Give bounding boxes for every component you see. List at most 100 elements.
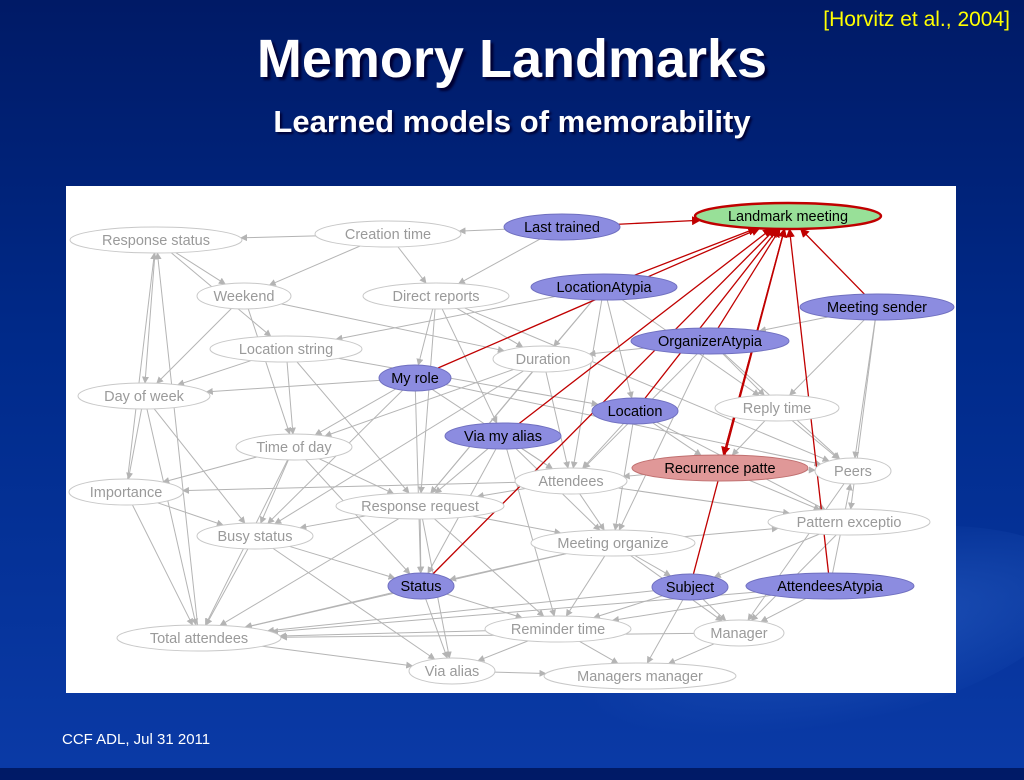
node-attendeesatypia: AttendeesAtypia <box>746 573 914 599</box>
edge-importance-responsestatus <box>128 253 155 479</box>
edge-myrole-status <box>415 391 420 573</box>
edge-creationtime-responsestatus <box>241 236 316 238</box>
node-label-directreports: Direct reports <box>392 289 479 305</box>
edge-location-attendees <box>583 424 624 469</box>
node-label-recurrence: Recurrence patte <box>664 461 775 477</box>
node-locationatypia: LocationAtypia <box>531 274 677 300</box>
edge-responserequest-remindertime <box>434 519 543 616</box>
edge-busystatus-totalattendees <box>206 549 248 625</box>
node-label-viaalias: Via alias <box>425 664 480 680</box>
edge-organizeratypia-meetingorganize <box>619 354 704 530</box>
node-meetingorganize: Meeting organize <box>531 530 695 556</box>
node-location: Location <box>592 398 678 424</box>
influence-edge-location-landmark <box>645 229 778 398</box>
edge-remindertime-viaalias <box>478 641 528 661</box>
edge-locationstring-dayofweek <box>178 361 251 385</box>
node-label-importance: Importance <box>90 485 163 501</box>
edge-location-recurrence <box>653 423 701 455</box>
node-label-dayofweek: Day of week <box>104 389 185 405</box>
edge-meetingsender-organizeratypia <box>760 317 828 331</box>
edge-timeofday-busystatus <box>261 460 289 523</box>
node-label-creationtime: Creation time <box>345 227 431 243</box>
node-label-myrole: My role <box>391 371 439 387</box>
node-landmark: Landmark meeting <box>695 203 881 229</box>
node-label-managersmanager: Managers manager <box>577 669 703 685</box>
node-label-attendees: Attendees <box>538 474 603 490</box>
edge-busystatus-status <box>290 546 395 578</box>
edge-lasttrained-creationtime <box>459 229 505 231</box>
edge-responserequest-busystatus <box>300 516 366 528</box>
slide-footer: CCF ADL, Jul 31 2011 <box>62 731 210 748</box>
influence-edge-viamyalias-landmark <box>519 229 771 424</box>
node-subject: Subject <box>652 574 728 600</box>
node-meetingsender: Meeting sender <box>800 294 954 320</box>
edge-importance-totalattendees <box>132 505 192 625</box>
edge-attendeesatypia-manager <box>761 598 806 621</box>
edge-creationtime-weekend <box>269 246 360 285</box>
edge-dayofweek-totalattendees <box>147 409 196 625</box>
node-status: Status <box>388 573 454 599</box>
node-patternexception: Pattern exceptio <box>768 509 930 535</box>
slide-subtitle: Learned models of memorability <box>0 104 1024 140</box>
node-peers: Peers <box>815 458 891 484</box>
node-totalattendees: Total attendees <box>117 625 281 651</box>
edge-viamyalias-responserequest <box>435 449 488 494</box>
node-label-patternexception: Pattern exceptio <box>797 515 902 531</box>
edge-meetingsender-peers <box>855 320 875 458</box>
edge-weekend-timeofday <box>248 309 289 434</box>
edge-locationatypia-attendees <box>573 300 602 468</box>
edge-importance-busystatus <box>158 503 223 525</box>
node-viaalias: Via alias <box>409 658 495 684</box>
node-manager: Manager <box>694 620 784 646</box>
edge-attendees-patternexception <box>618 488 789 513</box>
node-label-peers: Peers <box>834 464 872 480</box>
node-timeofday: Time of day <box>236 434 352 460</box>
node-label-landmark: Landmark meeting <box>728 209 848 225</box>
node-label-subject: Subject <box>666 580 714 596</box>
node-label-attendeesatypia: AttendeesAtypia <box>777 579 884 595</box>
node-label-location: Location <box>608 404 663 420</box>
edge-subject-managersmanager <box>647 600 683 663</box>
node-myrole: My role <box>379 365 451 391</box>
edge-creationtime-directreports <box>398 247 426 283</box>
node-label-organizeratypia: OrganizerAtypia <box>658 334 763 350</box>
node-viamyalias: Via my alias <box>445 423 561 449</box>
node-label-locationatypia: LocationAtypia <box>556 280 652 296</box>
edge-myrole-timeofday <box>315 389 396 435</box>
node-duration: Duration <box>493 346 593 372</box>
node-recurrence: Recurrence patte <box>632 455 808 481</box>
node-label-responsestatus: Response status <box>102 233 210 249</box>
node-label-lasttrained: Last trained <box>524 220 600 236</box>
edge-recurrence-attendees <box>623 475 644 477</box>
node-directreports: Direct reports <box>363 283 509 309</box>
node-importance: Importance <box>69 479 183 505</box>
node-dayofweek: Day of week <box>78 383 210 409</box>
edge-responsestatus-weekend <box>176 253 225 284</box>
node-remindertime: Reminder time <box>485 616 631 642</box>
node-label-busystatus: Busy status <box>218 529 293 545</box>
edge-attendees-meetingorganize <box>580 494 605 530</box>
edge-patternexception-subject <box>714 534 819 577</box>
node-locationstring: Location string <box>210 336 362 362</box>
edge-locationstring-timeofday <box>287 362 293 434</box>
edge-locationatypia-location <box>607 300 632 398</box>
slide-title: Memory Landmarks <box>0 28 1024 90</box>
edge-manager-managersmanager <box>669 644 715 664</box>
edge-busystatus-viaalias <box>273 548 435 659</box>
edge-timeofday-responserequest <box>319 459 394 494</box>
node-label-meetingsender: Meeting sender <box>827 300 927 316</box>
node-label-remindertime: Reminder time <box>511 622 605 638</box>
node-label-weekend: Weekend <box>214 289 275 305</box>
influence-edge-lasttrained-landmark <box>619 220 700 224</box>
node-label-duration: Duration <box>516 352 571 368</box>
node-organizeratypia: OrganizerAtypia <box>631 328 789 354</box>
node-creationtime: Creation time <box>315 221 461 247</box>
node-label-viamyalias: Via my alias <box>464 429 542 445</box>
node-responsestatus: Response status <box>70 227 242 253</box>
edge-recurrence-patternexception <box>749 480 820 510</box>
node-label-manager: Manager <box>710 626 767 642</box>
node-weekend: Weekend <box>197 283 291 309</box>
